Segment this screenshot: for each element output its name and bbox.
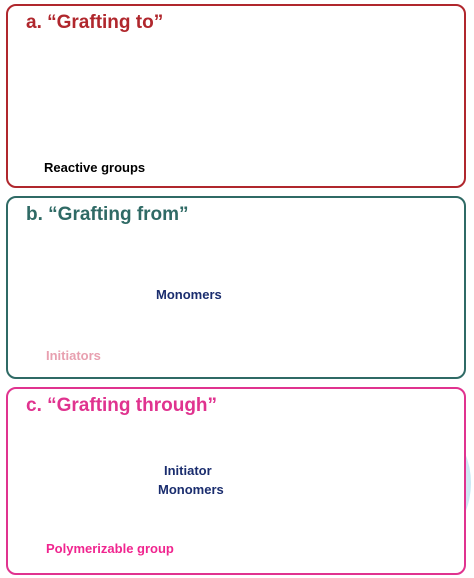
panel-grafting-through: c. “Grafting through” Initiator Monomers… (6, 387, 466, 575)
panel-grafting-from: b. “Grafting from” Monomers Initiators (6, 196, 466, 379)
polymerizable-group-label: Polymerizable group (46, 541, 174, 556)
initiator-label: Initiator (164, 463, 212, 478)
reactive-groups-label: Reactive groups (44, 160, 146, 175)
panel-b-title: b. “Grafting from” (26, 204, 189, 225)
initiators-label: Initiators (46, 348, 101, 363)
panel-a-title: a. “Grafting to” (26, 12, 164, 33)
panel-grafting-to: a. “Grafting to” Reactive groups (6, 4, 466, 188)
panel-c-title: c. “Grafting through” (26, 395, 218, 416)
monomers-label-c: Monomers (158, 482, 224, 497)
monomers-label: Monomers (156, 287, 222, 302)
